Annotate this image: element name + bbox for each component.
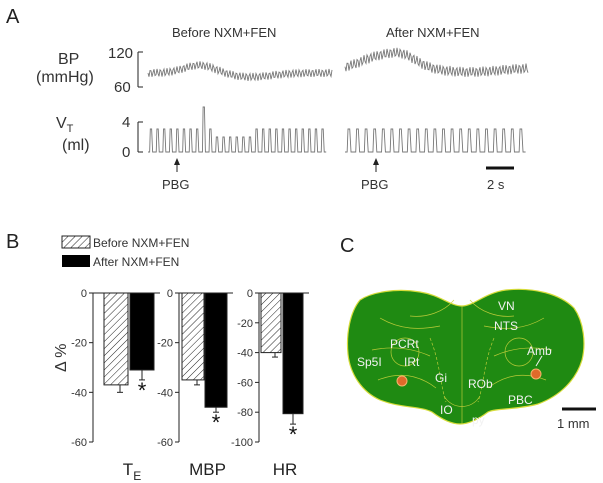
chart-hr: 0 -20 -40 -60 -80 -100 * HR	[231, 288, 309, 479]
brain-label-vn: VN	[498, 299, 515, 313]
vt-trace-before	[148, 106, 327, 153]
legend-swatch-after	[62, 255, 90, 267]
brain-label-nts: NTS	[494, 319, 518, 333]
hr-y-tick-label: -20	[237, 318, 253, 330]
vt-trace-after	[345, 128, 526, 153]
te-bar-before	[103, 292, 129, 386]
brain-label-io: IO	[440, 403, 453, 417]
te-category-label: TE	[123, 460, 141, 483]
brain-label-pcrt: PCRt	[390, 337, 419, 351]
brain-label-irt: IRt	[404, 355, 420, 369]
hr-significance-star: *	[289, 422, 298, 447]
time-scale-label: 2 s	[487, 177, 505, 192]
brain-label-py: py	[472, 413, 485, 427]
hr-category-label: HR	[273, 460, 298, 479]
amb-pointer	[535, 355, 543, 367]
bp-trace-before	[147, 61, 333, 82]
panel-c-letter: C	[340, 235, 354, 257]
te-y-tick-label: -20	[71, 338, 87, 350]
te-significance-star: *	[138, 378, 147, 403]
brain-label-amb: Amb	[527, 344, 552, 358]
hr-y-tick-label: -60	[237, 377, 253, 389]
mbp-category-label: MBP	[189, 460, 226, 479]
bp-label: BP	[58, 51, 79, 68]
chart-mbp: 0 -20 -40 -60 * MBP	[157, 288, 233, 479]
vt-unit: (ml)	[62, 137, 90, 154]
te-y-tick-label: -40	[71, 387, 87, 399]
stim-label-2: PBG	[361, 177, 388, 192]
lesion-marker-left	[396, 375, 408, 387]
hr-bar-after	[282, 292, 304, 415]
bp-unit: (mmHg)	[36, 69, 94, 86]
mbp-y-tick-label: -20	[157, 338, 173, 350]
hr-y-tick-label: 0	[247, 288, 253, 300]
mbp-y-tick-label: -40	[157, 387, 173, 399]
brain-label-sp5i: Sp5I	[357, 355, 382, 369]
hr-y-tick-label: -40	[237, 348, 253, 360]
hr-y-tick-label: -80	[237, 407, 253, 419]
brain-scale-label: 1 mm	[557, 416, 590, 431]
te-y-tick-label: 0	[81, 288, 87, 300]
panel-a-letter: A	[6, 6, 20, 28]
panel-b: B Before NXM+FEN After NXM+FEN Δ % 0 -20 -…	[6, 231, 309, 483]
brain-label-pbc: PBC	[508, 393, 533, 407]
mbp-y-tick-label: 0	[167, 288, 173, 300]
vt-tick-bottom: 0	[122, 144, 130, 161]
mbp-bar-after	[204, 292, 228, 408]
stim-arrow-2	[373, 158, 379, 172]
mbp-significance-star: *	[212, 410, 221, 435]
panel-b-letter: B	[6, 231, 19, 253]
bp-tick-bottom: 60	[114, 79, 131, 96]
brain-label-gi: Gi	[435, 371, 447, 385]
panel-a: A Before NXM+FEN After NXM+FEN BP (mmHg)…	[6, 6, 529, 192]
mbp-y-tick-label: -60	[157, 437, 173, 449]
brainstem-section	[346, 288, 585, 425]
stim-arrow-1	[174, 158, 180, 172]
bp-trace-after	[344, 47, 529, 77]
hr-bar-before	[260, 292, 282, 354]
panel-c: C VN NTS	[340, 235, 596, 431]
chart-te: 0 -20 -40 -60 * TE	[71, 288, 160, 483]
y-axis-label: Δ %	[53, 344, 70, 372]
stim-label-1: PBG	[162, 177, 189, 192]
bp-axis	[137, 51, 143, 88]
lesion-marker-right	[530, 368, 542, 380]
te-bar-after	[129, 292, 155, 371]
legend-label-after: After NXM+FEN	[93, 255, 179, 269]
legend-label-before: Before NXM+FEN	[93, 236, 189, 250]
legend-swatch-before	[61, 235, 91, 249]
title-after: After NXM+FEN	[386, 25, 480, 40]
bp-tick-top: 120	[108, 45, 133, 62]
te-y-tick-label: -60	[71, 437, 87, 449]
title-before: Before NXM+FEN	[172, 25, 276, 40]
vt-axis	[137, 121, 143, 153]
vt-label: VT	[56, 115, 74, 135]
mbp-bar-before	[181, 292, 205, 381]
brain-label-rob: ROb	[468, 377, 493, 391]
vt-tick-top: 4	[122, 114, 130, 131]
hr-y-tick-label: -100	[231, 437, 253, 449]
